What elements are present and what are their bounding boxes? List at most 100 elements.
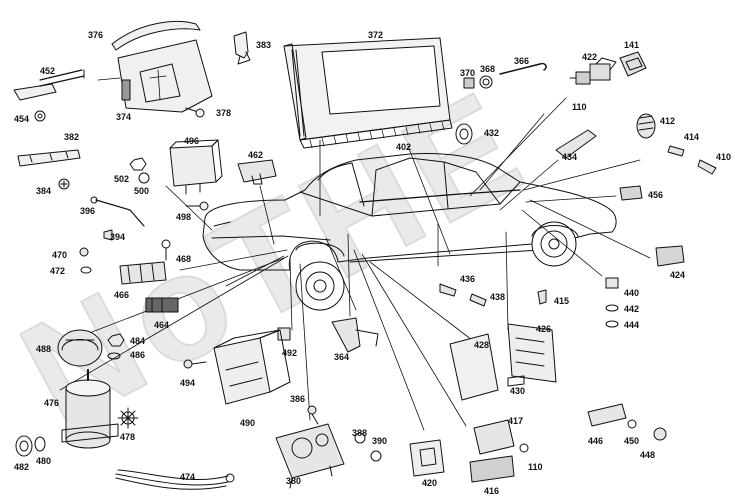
part-110-plug	[569, 71, 591, 85]
part-label: 380	[286, 476, 302, 486]
part-label: 420	[422, 478, 438, 488]
part-label: 386	[290, 394, 306, 404]
part-label: 394	[110, 232, 126, 242]
part-label: 378	[216, 108, 232, 118]
part-482-480-rings	[15, 435, 46, 457]
part-label: 110	[528, 462, 543, 472]
part-420-connector	[409, 439, 445, 477]
part-422-switch	[589, 57, 617, 81]
part-415-clip	[537, 289, 547, 305]
part-402-harness	[359, 189, 521, 203]
part-462-bracket	[237, 159, 277, 185]
part-label: 456	[648, 190, 664, 200]
part-494-screw	[183, 359, 207, 369]
part-label: 426	[536, 324, 552, 334]
part-428-cover	[449, 333, 499, 401]
part-label: 388	[352, 428, 368, 438]
part-label: 374	[116, 112, 132, 122]
part-376-strap	[111, 21, 201, 51]
part-label: 396	[80, 206, 96, 216]
part-label: 438	[490, 292, 506, 302]
part-488-cap	[57, 329, 103, 367]
part-476-coil	[61, 369, 119, 449]
part-label: 414	[684, 132, 700, 142]
part-label: 492	[282, 348, 298, 358]
part-label: 488	[36, 344, 52, 354]
part-380-valve	[275, 423, 345, 489]
part-label: 417	[508, 416, 524, 426]
part-label: 466	[114, 290, 130, 300]
part-141-lamp	[619, 51, 647, 77]
part-417-416-relay	[469, 419, 529, 483]
part-396-cable	[90, 196, 145, 227]
part-label: 436	[460, 274, 476, 284]
part-388-390-nuts	[354, 432, 382, 462]
part-466-socket	[119, 261, 167, 285]
part-label: 432	[484, 128, 500, 138]
part-383-bracket	[233, 31, 251, 65]
part-label: 428	[474, 340, 490, 350]
part-470-472-screws	[79, 247, 92, 274]
part-490-ignition-module	[213, 329, 291, 405]
part-label: 454	[14, 114, 30, 124]
part-label: 141	[624, 40, 640, 50]
part-372-control-unit	[283, 37, 453, 149]
part-label: 490	[240, 418, 256, 428]
part-label: 370	[460, 68, 476, 78]
part-432-grommet	[455, 123, 473, 145]
part-label: 482	[14, 462, 30, 472]
part-364-bracket	[331, 317, 379, 353]
part-label: 416	[484, 486, 500, 496]
part-502-500-nuts	[129, 157, 150, 184]
part-label: 390	[372, 436, 388, 446]
part-496-relay	[169, 139, 223, 195]
part-label: 444	[624, 320, 640, 330]
part-label: 442	[624, 304, 640, 314]
part-430-plug	[507, 375, 525, 387]
part-label: 478	[120, 432, 136, 442]
part-label: 364	[334, 352, 350, 362]
part-label: 110	[572, 102, 587, 112]
part-label: 464	[154, 320, 170, 330]
part-label: 410	[716, 152, 732, 162]
part-label: 424	[670, 270, 686, 280]
part-366-rod	[499, 62, 547, 75]
part-label: 496	[184, 136, 200, 146]
part-label: 448	[640, 450, 656, 460]
part-498-bolt	[185, 201, 209, 211]
part-label: 434	[562, 152, 578, 162]
part-382-strip	[17, 149, 81, 167]
part-412-414-410-sensor	[636, 113, 717, 175]
part-label: 415	[554, 296, 570, 306]
part-label: 500	[134, 186, 150, 196]
part-394-clip	[103, 229, 113, 241]
part-436-438-terminals	[439, 283, 487, 307]
part-452-clip	[13, 69, 85, 101]
part-378-screw	[185, 107, 205, 118]
part-434-boot	[555, 129, 597, 159]
part-label: 412	[660, 116, 676, 126]
part-label: 498	[176, 212, 192, 222]
part-label: 446	[588, 436, 604, 446]
part-label: 450	[624, 436, 640, 446]
part-label: 476	[44, 398, 60, 408]
part-label: 462	[248, 150, 264, 160]
part-label: 502	[114, 174, 130, 184]
part-label: 440	[624, 288, 640, 298]
part-label: 402	[396, 142, 412, 152]
part-484-486-nuts	[107, 333, 125, 360]
part-440-444-bolt	[605, 277, 619, 328]
part-label: 494	[180, 378, 196, 388]
leader-lines	[59, 77, 651, 431]
part-384-screw	[58, 178, 70, 190]
part-456-connector	[619, 185, 643, 201]
part-386-screw	[307, 405, 319, 425]
part-426-module	[507, 323, 557, 383]
part-label: 470	[52, 250, 68, 260]
part-label: 468	[176, 254, 192, 264]
part-474-wires	[115, 469, 235, 490]
car-body	[202, 153, 617, 311]
part-label: 383	[256, 40, 272, 50]
